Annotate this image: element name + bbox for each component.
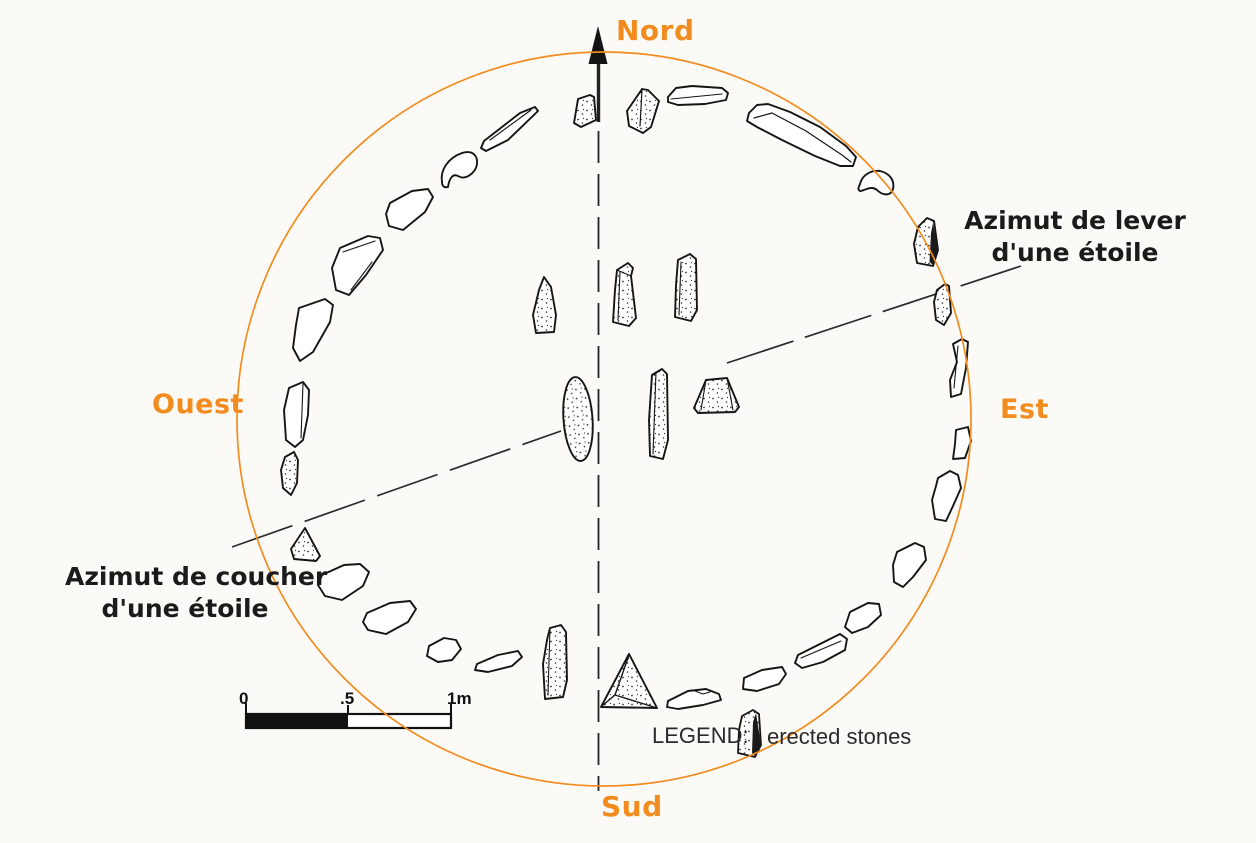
stone-facet-line	[616, 269, 632, 321]
scale-label-half: .5	[340, 689, 355, 708]
annotation-star-setting: Azimut de coucher d'une étoile	[65, 561, 328, 625]
stone-erected-sw22	[290, 527, 321, 562]
stone-se11	[892, 542, 927, 588]
stone-sw20	[362, 600, 417, 635]
stone-erected-w23	[280, 451, 299, 496]
stone-nw25	[292, 298, 334, 362]
north-arrow-icon	[588, 26, 608, 64]
label-west: Ouest	[152, 389, 244, 420]
stone-facet-line	[601, 654, 658, 709]
stone-erected-c1	[532, 276, 557, 334]
stone-sw19	[426, 637, 462, 663]
stone-se12	[844, 602, 882, 634]
stone-w24	[283, 381, 310, 448]
stone-e10	[931, 470, 962, 522]
stone-facet-line	[652, 371, 657, 455]
stone-ring	[280, 85, 972, 710]
stone-facet-line	[753, 112, 852, 163]
legend-entry: erected stones	[767, 724, 912, 749]
annotation-star-rising-line1: Azimut de lever	[964, 206, 1186, 235]
label-east: Est	[1000, 394, 1049, 425]
scale-label-1m: 1m	[447, 689, 472, 708]
annotation-star-rising-line2: d'une étoile	[991, 238, 1159, 267]
scale-label-0: 0	[239, 689, 249, 708]
scale-bar-filled-half	[246, 714, 348, 728]
stone-e9	[952, 426, 972, 460]
stone-nw27	[385, 188, 434, 231]
stone-facet-line	[489, 109, 532, 141]
stone-circle-outline	[236, 51, 972, 787]
stone-nw29	[480, 106, 539, 152]
stone-facet-line	[700, 377, 734, 411]
stone-facet-line	[639, 89, 643, 127]
central-stones	[532, 253, 740, 462]
stone-sw18	[474, 650, 523, 673]
annotation-star-setting-line1: Azimut de coucher	[65, 562, 328, 591]
stone-erected-n2	[626, 88, 660, 134]
stone-sw21	[317, 563, 370, 601]
stone-erected-c5	[648, 368, 669, 460]
stone-facet-line	[300, 383, 304, 439]
stone-e8	[949, 338, 969, 398]
stone-facet-line	[670, 93, 723, 100]
stone-erected-c3	[674, 253, 698, 322]
erected-stone-icon	[737, 709, 762, 758]
annotation-star-rising: Azimut de lever d'une étoile	[955, 205, 1195, 269]
stone-facet-line	[953, 345, 959, 389]
stone-facet-line	[678, 261, 682, 316]
legend-title: LEGEND:	[652, 723, 749, 748]
stone-erected-center-oval	[562, 376, 594, 462]
stone-nw28	[440, 151, 479, 189]
azimuth-setting-line	[231, 430, 562, 548]
stone-erected-n1	[573, 94, 597, 128]
label-north: Nord	[616, 14, 695, 47]
stone-facet-line	[547, 627, 551, 696]
stone-nw26	[331, 235, 384, 296]
stone-ne5	[857, 169, 895, 196]
scale-bar	[244, 703, 453, 730]
stone-s15	[666, 688, 722, 710]
stone-erected-c2	[612, 262, 637, 327]
stone-se13	[794, 633, 848, 669]
stone-dark-facet	[752, 713, 761, 756]
label-south: Sud	[601, 790, 663, 823]
stone-slab-ne4	[746, 103, 857, 167]
azimuth-rising-line	[726, 265, 1022, 364]
stone-facet-line	[800, 640, 842, 659]
stone-slab-n3	[667, 85, 729, 106]
stone-erected-s17	[542, 624, 568, 700]
stone-facet-line	[342, 240, 376, 291]
stone-facet-line	[694, 690, 711, 695]
annotation-star-setting-line2: d'une étoile	[101, 594, 269, 623]
azimuth-lines	[231, 265, 1022, 548]
stone-se14	[742, 666, 787, 692]
